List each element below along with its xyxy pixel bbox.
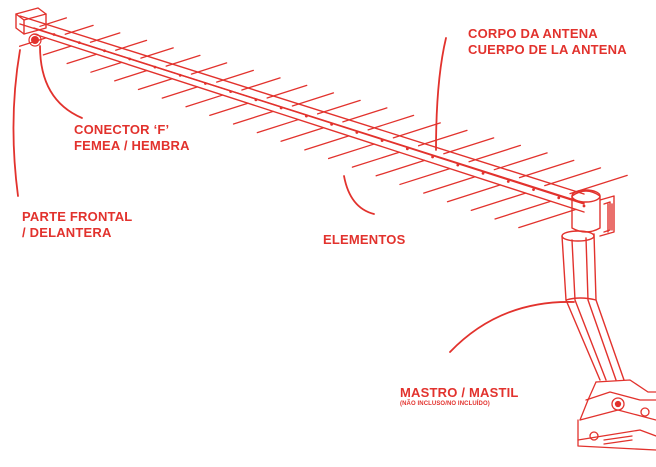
boom-hole (229, 90, 233, 94)
boom-hole (77, 41, 81, 45)
element-rod (140, 47, 174, 59)
label-mastro: MASTRO / MASTIL (NÃO INCLUSO/NO INCLUÍDO… (400, 385, 519, 408)
element-rod (470, 192, 527, 211)
element-rod (209, 102, 249, 117)
boom-hole (582, 204, 586, 208)
mast (561, 230, 625, 381)
mast-clamp (571, 189, 615, 237)
antenna-elements (18, 17, 628, 229)
element-rod (280, 127, 325, 142)
boom-hole (128, 57, 132, 61)
element-rod (161, 86, 199, 99)
element-rod (494, 200, 552, 220)
boom-hole (279, 106, 283, 110)
boom-holes (52, 33, 586, 208)
element-rod (115, 39, 148, 51)
element-rod (399, 167, 451, 186)
element-rod (66, 53, 98, 65)
element-rod (518, 208, 577, 229)
front-cap (15, 7, 47, 35)
boom-hole (456, 163, 460, 167)
element-rod (232, 110, 274, 125)
element-rod (351, 151, 400, 168)
element-rod (327, 143, 375, 160)
element-rod (367, 114, 415, 131)
element-rod (256, 118, 300, 134)
element-rod (165, 54, 201, 67)
element-rod (342, 107, 388, 123)
element-rod (423, 176, 476, 194)
boom-hole (431, 155, 434, 159)
boom-hole (178, 73, 182, 77)
boom-hole (52, 33, 56, 36)
element-rod (114, 69, 148, 82)
element-rod (304, 135, 350, 151)
boom-hole (330, 122, 334, 126)
boom-hole (557, 196, 561, 200)
element-rod (185, 94, 224, 108)
label-corpo: CORPO DA ANTENA CUERPO DE LA ANTENA (468, 26, 627, 58)
label-elementos: ELEMENTOS (323, 232, 406, 247)
element-rod (190, 62, 228, 75)
leader-corpo (435, 37, 447, 151)
label-conector: CONECTOR ‘F’ FEMEA / HEMBRA (74, 122, 190, 154)
boom-hole (304, 114, 308, 118)
element-rod (493, 152, 548, 171)
leader-elementos (343, 175, 375, 215)
element-rod (42, 45, 72, 56)
label-parte-frontal: PARTE FRONTAL / DELANTERA (22, 209, 133, 241)
element-rod (90, 61, 123, 73)
element-rod (446, 184, 501, 203)
element-rod (39, 17, 68, 27)
boom-hole (153, 65, 157, 69)
element-rod (316, 99, 361, 115)
leader-lines (12, 37, 575, 353)
f-connector-icon (28, 33, 42, 47)
boom-hole (506, 180, 510, 183)
label-mastro-note: (NÃO INCLUSO/NO INCLUÍDO) (400, 401, 490, 408)
element-rod (544, 167, 602, 187)
element-rod (375, 159, 426, 177)
leader-conector (39, 45, 83, 119)
boom-hole (405, 147, 409, 151)
boom-hole (204, 82, 207, 85)
boom-hole (481, 171, 485, 175)
element-rod (137, 78, 173, 91)
antenna-boom (19, 15, 585, 213)
element-rod (417, 129, 468, 147)
boom-hole (355, 131, 359, 134)
leader-mastro (449, 301, 575, 353)
element-rod (443, 137, 495, 155)
leader-frontal (12, 49, 21, 197)
boom-hole (532, 188, 535, 192)
element-rod (291, 92, 335, 107)
element-rod (468, 144, 522, 163)
boom-hole (254, 98, 258, 102)
element-rod (89, 32, 121, 43)
element-rod (392, 122, 441, 139)
element-rod (518, 159, 575, 179)
element-rod (266, 84, 308, 99)
boom-hole (380, 139, 384, 143)
boom-hole (103, 49, 106, 53)
element-rod (64, 24, 94, 35)
element-rod (216, 69, 254, 83)
element-rod (241, 77, 281, 91)
mast-bracket (577, 379, 656, 451)
